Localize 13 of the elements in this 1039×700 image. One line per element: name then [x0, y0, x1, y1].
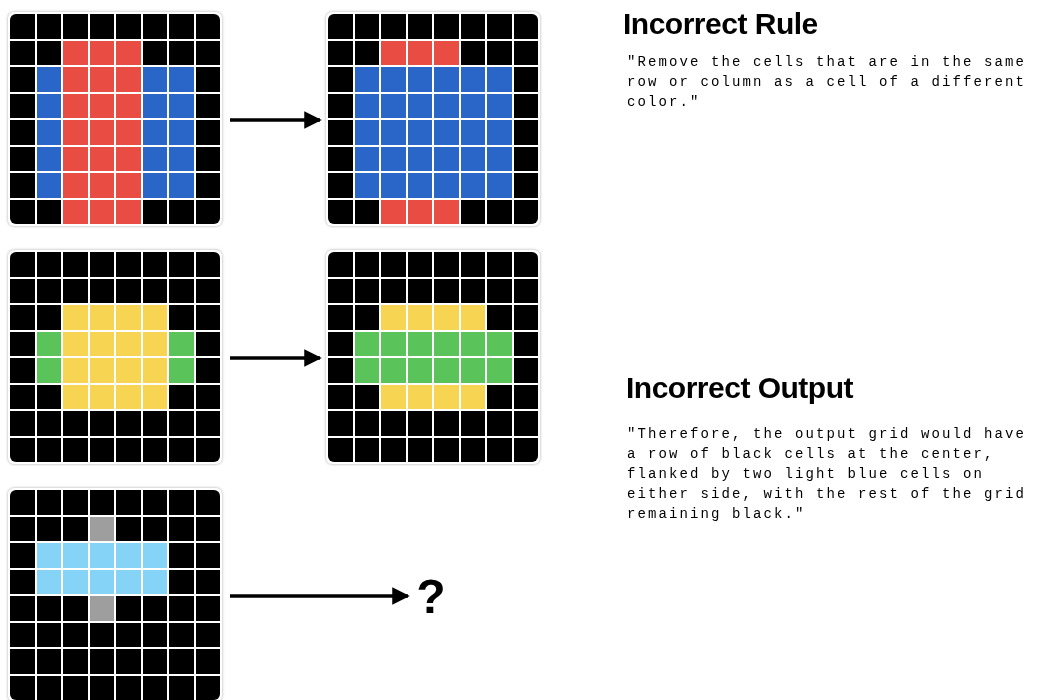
quoted-text: "Therefore, the output grid would have a row of black cells at the center, flanked by two light blue cells on either side, with the rest of the grid remaining black.": [627, 425, 1028, 524]
section-heading: Incorrect Rule: [623, 6, 818, 42]
color-grid: [326, 250, 540, 464]
color-grid: [326, 12, 540, 226]
section-heading: Incorrect Output: [626, 370, 853, 406]
color-grid: [8, 488, 222, 700]
quoted-text: "Remove the cells that are in the same row or column as a cell of a different color.": [627, 53, 1028, 112]
arrow: [230, 349, 322, 367]
arrow: [230, 111, 322, 129]
arrow: [230, 587, 410, 605]
question-mark: ?: [416, 573, 446, 621]
color-grid: [8, 250, 222, 464]
color-grid: [8, 12, 222, 226]
